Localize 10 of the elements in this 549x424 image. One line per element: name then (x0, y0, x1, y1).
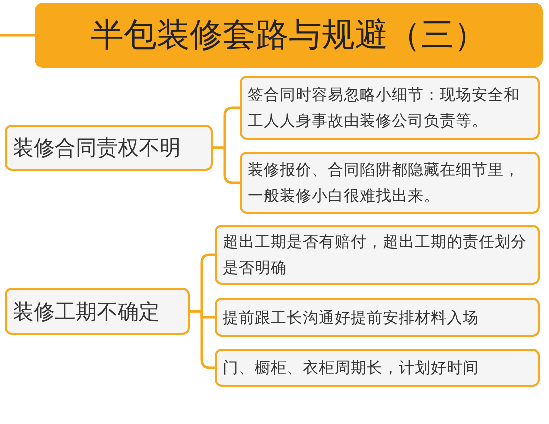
note-box: 签合同时容易忽略小细节：现场安全和工人人身事故由装修公司负责等。 (240, 76, 540, 140)
title-box: 半包装修套路与规避（三） (35, 3, 543, 68)
note-box: 装修报价、合同陷阱都隐藏在细节里，一般装修小白很难找出来。 (240, 152, 540, 214)
connector-line (190, 310, 215, 370)
topic-box: 装修合同责权不明 (5, 125, 213, 171)
note-box: 超出工期是否有赔付，超出工期的责任划分是否明确 (215, 225, 540, 285)
connector-line (0, 34, 35, 37)
topic-box: 装修工期不确定 (5, 288, 190, 335)
note-box: 提前跟工长沟通好提前安排材料入场 (215, 298, 540, 337)
note-box: 门、橱柜、衣柜周期长，计划好时间 (215, 349, 540, 387)
